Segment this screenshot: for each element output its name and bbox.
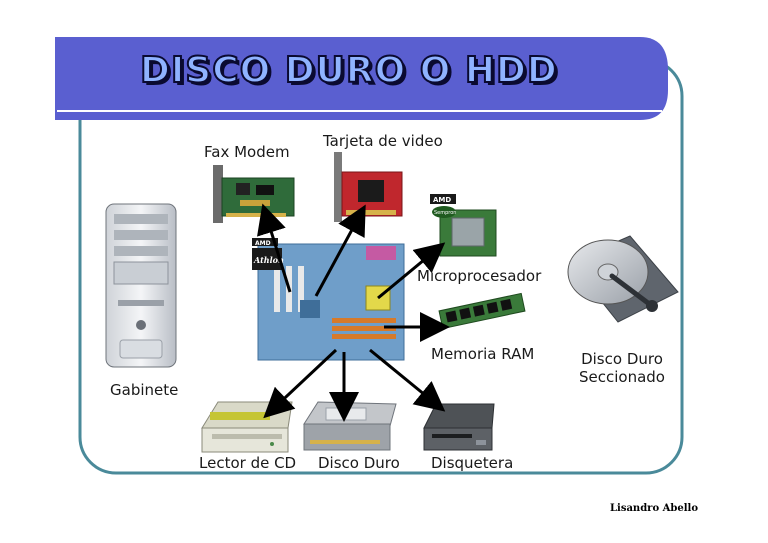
arrow-to-floppy: [369, 348, 446, 412]
cpu-brand-label: AMD: [433, 196, 451, 204]
label-sectioned-disk-line2: Seccionado: [579, 368, 665, 386]
fax-modem-image: [213, 165, 295, 223]
arrow-to-cd-reader: [263, 348, 338, 419]
arrows: [257, 203, 450, 422]
label-cd-reader: Lector de CD: [199, 454, 297, 472]
microprocessor-image: AMD Sempron: [430, 194, 497, 257]
label-hard-disk: Disco Duro: [318, 454, 400, 472]
motherboard-image: AMD Athlon: [252, 238, 405, 361]
author-credit: Lisandro Abello: [609, 503, 698, 514]
label-microprocessor: Microprocesador: [417, 267, 542, 285]
arrow-to-microprocessor: [377, 242, 446, 300]
label-floppy: Disquetera: [431, 454, 514, 472]
sectioned-disk-image: [567, 235, 679, 323]
hard-disk-image: [303, 401, 397, 451]
floppy-drive-image: [423, 403, 495, 451]
title-band: [55, 37, 668, 120]
label-video-card: Tarjeta de video: [323, 132, 443, 150]
label-ram: Memoria RAM: [431, 345, 535, 363]
cpu-model-label: Sempron: [434, 210, 456, 216]
ram-image: [438, 292, 526, 330]
cd-reader-image: [201, 401, 293, 453]
board-cpu-brand-label: AMD: [255, 240, 271, 247]
label-fax-modem: Fax Modem: [204, 143, 290, 161]
video-card-image: [334, 152, 403, 222]
label-sectioned-disk-line1: Disco Duro: [581, 350, 663, 368]
cabinet-image: [105, 203, 177, 368]
arrow-to-video-card: [314, 204, 366, 297]
arrow-to-fax-modem: [257, 203, 292, 293]
label-sectioned-disk: Disco Duro Seccionado: [574, 350, 670, 386]
label-cabinet: Gabinete: [110, 381, 179, 399]
board-cpu-model-label: Athlon: [253, 255, 284, 265]
page-title: DISCO DURO O HDD: [139, 49, 558, 92]
